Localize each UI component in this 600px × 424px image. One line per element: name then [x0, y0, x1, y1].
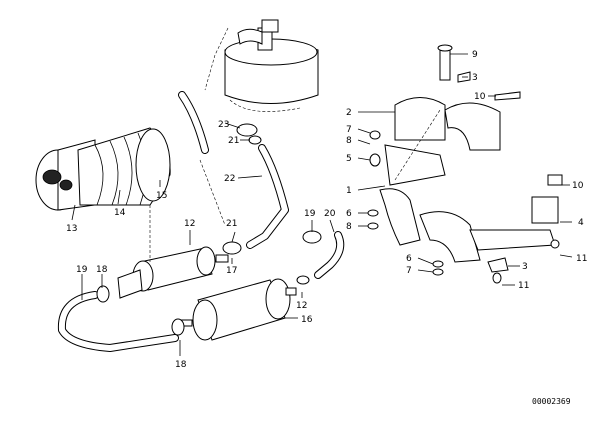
- diagram-reference-number: 00002369: [532, 397, 571, 406]
- callout-15: 15: [156, 191, 167, 201]
- callout-4: 4: [578, 218, 584, 228]
- clamp-18-left: [96, 285, 110, 303]
- callout-12-filter: 12: [296, 301, 307, 311]
- fuel-pump-12: [117, 241, 242, 299]
- clamp-19-right: [296, 230, 322, 285]
- callout-23: 23: [218, 120, 229, 130]
- callout-1: 1: [346, 186, 352, 196]
- callout-7-top: 7: [346, 125, 352, 135]
- callout-3-top: 3: [472, 73, 478, 83]
- callout-8-top: 8: [346, 136, 352, 146]
- callout-21-lower: 21: [226, 219, 237, 229]
- callout-21-upper: 21: [228, 136, 239, 146]
- callout-8-mid: 8: [346, 222, 352, 232]
- callout-18-lower: 18: [175, 360, 187, 370]
- callout-11-right: 11: [576, 254, 587, 264]
- hose-23: [178, 91, 209, 154]
- callout-2: 2: [346, 108, 352, 118]
- callout-14: 14: [114, 208, 126, 218]
- clamp-21-upper: [236, 123, 262, 145]
- bracket-assembly: [367, 44, 563, 284]
- rubber-boot-14-15: [77, 127, 171, 206]
- callout-7-low: 7: [406, 266, 412, 276]
- tank-sender-unit: [224, 19, 319, 112]
- clamp-18-lower: [171, 318, 185, 336]
- callout-12-pump: 12: [184, 219, 195, 229]
- callout-10-top: 10: [474, 92, 486, 102]
- hose-20: [314, 231, 345, 279]
- callout-5: 5: [346, 154, 352, 164]
- callout-11-low: 11: [518, 281, 529, 291]
- callout-6-low: 6: [406, 254, 412, 264]
- fuel-filter-16: [177, 278, 297, 341]
- callout-20: 20: [324, 209, 336, 219]
- callout-18-left: 18: [96, 265, 108, 275]
- callout-17: 17: [226, 266, 237, 276]
- callout-19-left: 19: [76, 265, 88, 275]
- hose-19-left: [57, 291, 179, 352]
- callout-labels: 9 3 10 2 7 8 5 1 6 8 6 7 3 10 4 11 11 23…: [66, 50, 587, 370]
- callout-9: 9: [472, 50, 478, 60]
- hose-22: [246, 144, 289, 249]
- callout-22: 22: [224, 174, 235, 184]
- callout-3-low: 3: [522, 262, 528, 272]
- callout-10-right: 10: [572, 181, 584, 191]
- leader-lines: [71, 27, 573, 356]
- callout-6-mid: 6: [346, 209, 352, 219]
- callout-13: 13: [66, 224, 77, 234]
- callout-19-right: 19: [304, 209, 316, 219]
- callout-16: 16: [301, 315, 313, 325]
